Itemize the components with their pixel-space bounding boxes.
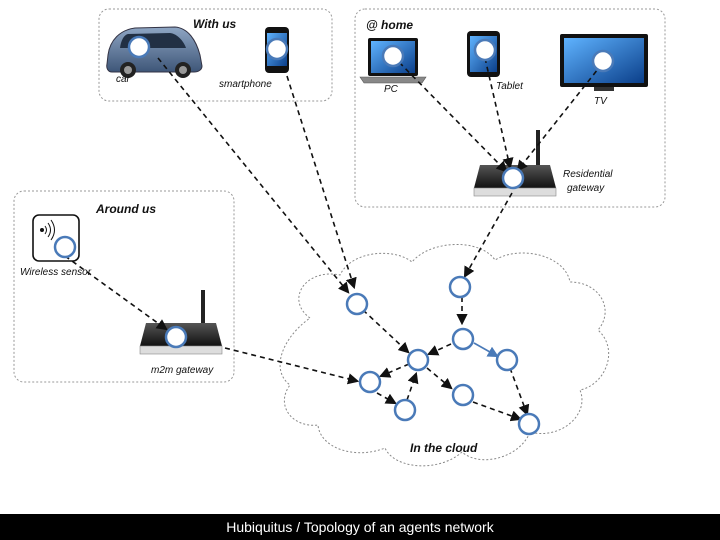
agent-nodes (53, 35, 615, 436)
footer-caption: Hubiquitus / Topology of an agents netwo… (0, 514, 720, 540)
car-label: car (116, 74, 131, 85)
agent-node (591, 49, 615, 73)
with-us-group (98, 8, 333, 102)
cloud-shape (279, 244, 610, 467)
at-home-group (354, 8, 666, 208)
solid-link (473, 342, 499, 358)
residential-gateway-label-line1: Residential (563, 169, 613, 180)
residential-gateway-label-line2: gateway (567, 183, 605, 194)
agent-node (127, 35, 151, 59)
smartphone-label: smartphone (219, 79, 272, 90)
agent-node (164, 325, 188, 349)
at-home-title: @ home (366, 18, 413, 32)
agent-node (451, 383, 475, 407)
connections (64, 55, 603, 422)
agent-node (473, 38, 497, 62)
agent-node (451, 327, 475, 351)
agent-node (345, 292, 369, 316)
agent-node (393, 398, 417, 422)
agent-node (501, 166, 525, 190)
m2m-gateway-label: m2m gateway (151, 365, 214, 376)
pc-label: PC (384, 84, 399, 95)
car-icon (106, 26, 203, 78)
tv-label: TV (594, 96, 608, 107)
cloud-label: In the cloud (410, 441, 478, 455)
around-us-group (13, 190, 235, 383)
around-us-title: Around us (95, 202, 156, 216)
agent-node (495, 348, 519, 372)
agent-node (381, 44, 405, 68)
network-diagram: With us @ home Around us car smartphone … (13, 8, 666, 467)
agent-node (53, 235, 77, 259)
wireless-sensor-label: Wireless sensor (20, 267, 92, 278)
agent-node (448, 275, 472, 299)
agent-node (517, 412, 541, 436)
agent-node (406, 348, 430, 372)
agent-node (358, 370, 382, 394)
with-us-title: With us (193, 17, 237, 31)
tablet-label: Tablet (496, 81, 524, 92)
agent-node (265, 37, 289, 61)
